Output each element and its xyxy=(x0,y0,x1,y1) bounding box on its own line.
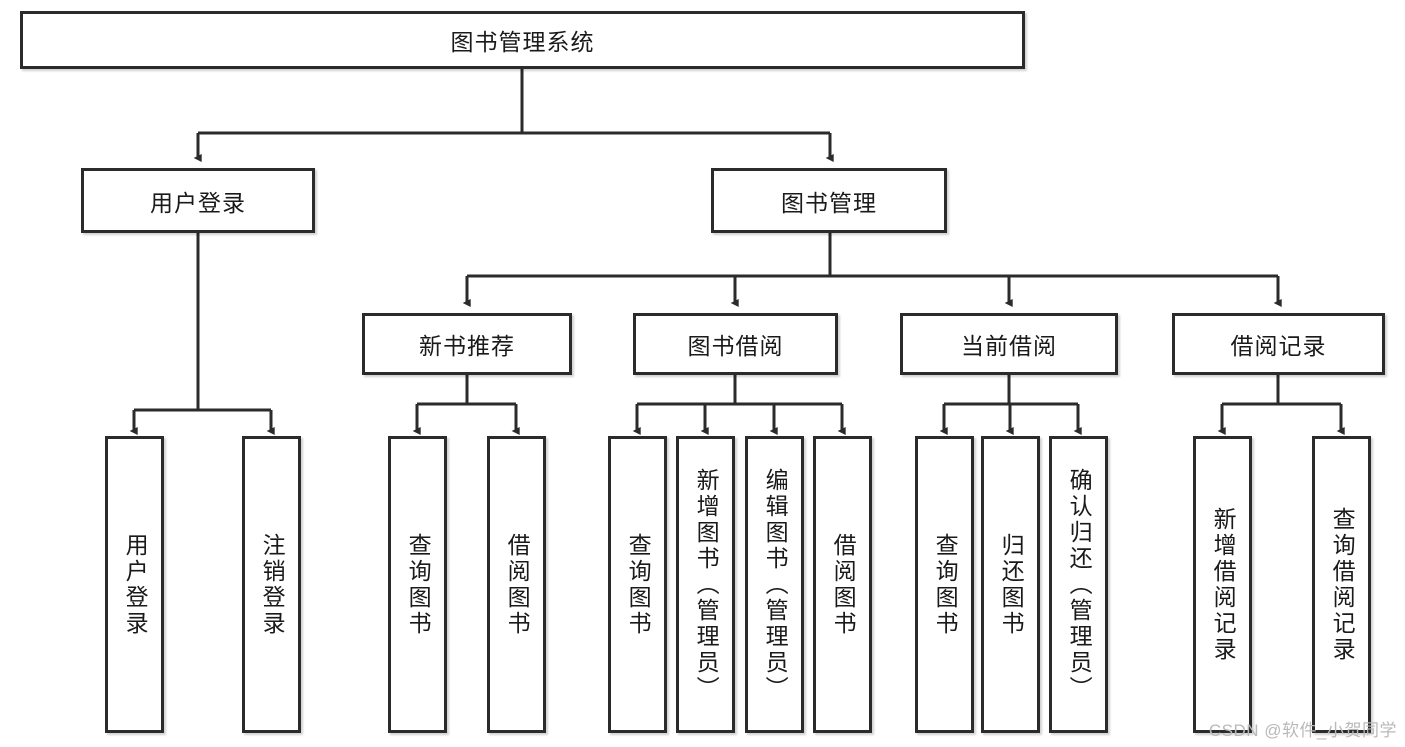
node-label: 查询图书 xyxy=(625,532,652,637)
leaf-record-query-record[interactable]: 查询借阅记录 xyxy=(1312,436,1371,733)
node-borrow-record[interactable]: 借阅记录 xyxy=(1172,313,1385,375)
leaf-recommend-query-book[interactable]: 查询图书 xyxy=(388,436,447,733)
node-label: 查询图书 xyxy=(405,532,432,637)
node-book-management[interactable]: 图书管理 xyxy=(711,168,947,233)
node-label: 新书推荐 xyxy=(419,333,515,359)
node-label: 借阅图书 xyxy=(830,532,857,637)
node-label: 当前借阅 xyxy=(961,333,1057,359)
node-root-system[interactable]: 图书管理系统 xyxy=(20,11,1025,69)
leaf-borrow-borrow-book[interactable]: 借阅图书 xyxy=(813,436,872,733)
node-current-borrow[interactable]: 当前借阅 xyxy=(900,313,1118,375)
node-label: 借阅图书 xyxy=(504,532,531,637)
leaf-user-login-logout[interactable]: 注销登录 xyxy=(242,436,301,733)
node-label: 编辑图书（管理员） xyxy=(762,467,789,702)
leaf-current-return-book[interactable]: 归还图书 xyxy=(981,436,1040,733)
node-label: 图书管理 xyxy=(781,189,877,216)
leaf-borrow-query-book[interactable]: 查询图书 xyxy=(608,436,667,733)
leaf-recommend-borrow-book[interactable]: 借阅图书 xyxy=(487,436,546,733)
node-label: 确认归还（管理员） xyxy=(1066,467,1093,702)
node-new-book-recommend[interactable]: 新书推荐 xyxy=(362,313,572,375)
leaf-borrow-add-book-admin[interactable]: 新增图书（管理员） xyxy=(676,436,735,733)
node-book-borrow[interactable]: 图书借阅 xyxy=(633,313,838,375)
node-label: 用户登录 xyxy=(122,532,149,637)
leaf-borrow-edit-book-admin[interactable]: 编辑图书（管理员） xyxy=(745,436,804,733)
node-user-login[interactable]: 用户登录 xyxy=(81,168,315,233)
leaf-current-query-book[interactable]: 查询图书 xyxy=(915,436,974,733)
node-label: 图书管理系统 xyxy=(450,29,595,55)
leaf-current-confirm-return-admin[interactable]: 确认归还（管理员） xyxy=(1049,436,1108,733)
node-label: 归还图书 xyxy=(998,532,1025,637)
node-label: 注销登录 xyxy=(259,532,286,637)
node-label: 新增借阅记录 xyxy=(1210,506,1237,663)
node-label: 用户登录 xyxy=(150,189,246,216)
csdn-watermark: CSDN @软件_小贺同学 xyxy=(1208,721,1397,740)
leaf-record-add-record[interactable]: 新增借阅记录 xyxy=(1193,436,1252,733)
node-label: 查询借阅记录 xyxy=(1329,506,1356,663)
node-label: 查询图书 xyxy=(932,532,959,637)
node-label: 新增图书（管理员） xyxy=(693,467,720,702)
node-label: 图书借阅 xyxy=(687,333,784,359)
node-label: 借阅记录 xyxy=(1230,333,1327,359)
leaf-user-login-login[interactable]: 用户登录 xyxy=(105,436,164,733)
